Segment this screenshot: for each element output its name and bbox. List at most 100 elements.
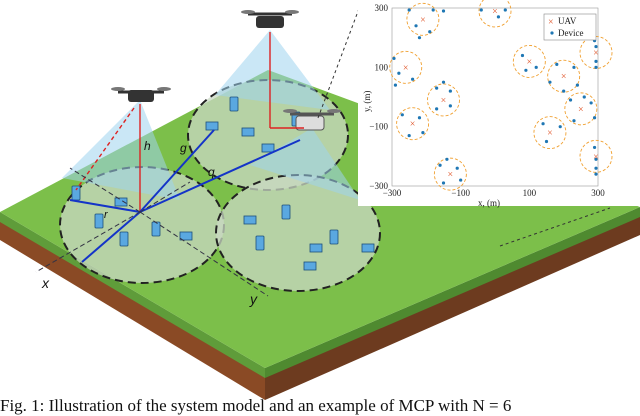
cluster-circle	[547, 59, 581, 93]
device-point	[589, 101, 593, 105]
label-h: h	[144, 139, 151, 153]
device-point	[594, 157, 598, 161]
device-point	[541, 122, 545, 126]
inset-xlabel: x, (m)	[478, 198, 500, 208]
label-y: y	[249, 291, 258, 307]
cluster-circle	[427, 83, 460, 117]
device-point	[496, 15, 501, 19]
device-icons	[71, 96, 375, 271]
cluster-circle	[433, 157, 467, 191]
uav-link-dashed	[75, 107, 135, 191]
uav-left	[111, 87, 171, 102]
label-q: q	[208, 165, 215, 179]
legend-uav-label: UAV	[558, 16, 577, 26]
device-point	[441, 80, 446, 84]
x-tick-label: −300	[383, 188, 402, 198]
inset-ylabel: y, (m)	[362, 91, 372, 112]
inset-points: ××××××××××××	[389, 0, 613, 191]
x-tick-label: −100	[451, 188, 470, 198]
y-tick-label: −100	[369, 122, 388, 132]
uav-point: ×	[410, 119, 416, 130]
inset-axes-frame	[391, 7, 599, 187]
device-point	[414, 24, 418, 28]
device-point	[594, 172, 598, 176]
device-point	[441, 9, 446, 13]
device-point	[592, 145, 597, 150]
cluster-circle	[533, 116, 567, 150]
cluster-circle	[406, 2, 440, 36]
device-point	[438, 163, 442, 167]
uav-point: ×	[420, 15, 426, 26]
device-point	[448, 104, 452, 108]
link-q	[139, 139, 301, 213]
label-r: r	[104, 209, 109, 221]
device-point	[555, 62, 559, 66]
device-point	[455, 166, 459, 170]
cluster-zone-right	[215, 174, 381, 292]
uav-beam-left	[62, 100, 180, 200]
label-x: x	[41, 275, 50, 291]
legend-device-label: Device	[558, 28, 583, 38]
cluster-circle	[579, 139, 613, 173]
uav-top	[241, 10, 299, 28]
legend-uav-marker: ×	[548, 17, 554, 28]
device-point	[417, 36, 422, 40]
axis-x-neg	[139, 181, 191, 213]
device-point	[411, 77, 415, 81]
device-point	[445, 157, 449, 161]
uav-point: ×	[547, 128, 553, 139]
uav-beam-top	[215, 30, 330, 110]
inset-connector-bottom	[499, 207, 611, 247]
uav-point: ×	[448, 170, 454, 181]
device-point	[407, 133, 411, 138]
device-point	[594, 44, 598, 49]
device-point	[568, 98, 573, 102]
device-point	[393, 83, 398, 87]
device-point	[572, 65, 576, 69]
uav-right	[283, 109, 341, 131]
uav-point: ×	[441, 95, 447, 106]
device-point	[479, 8, 483, 12]
ground-grass-edge-left	[0, 212, 265, 378]
uav-point: ×	[403, 63, 409, 74]
device-point	[548, 80, 552, 84]
x-tick-label: 100	[523, 188, 537, 198]
device-point	[400, 113, 404, 117]
device-point	[435, 86, 439, 90]
device-point	[428, 30, 432, 34]
device-point	[397, 71, 401, 75]
y-tick-label: 300	[375, 3, 389, 13]
uav-point: ×	[593, 152, 599, 163]
device-point	[594, 65, 598, 69]
device-point	[562, 89, 566, 93]
device-point	[448, 89, 452, 93]
ground-side-right	[265, 210, 640, 400]
device-point	[534, 65, 538, 69]
device-point	[459, 178, 463, 182]
cluster-circle	[564, 92, 598, 126]
device-point	[592, 116, 597, 120]
cluster-circle	[389, 50, 423, 84]
device-point	[524, 68, 528, 72]
y-tick-label: 100	[375, 62, 389, 72]
ground-grass-edge-right	[265, 207, 640, 378]
uav-point: ×	[561, 72, 567, 83]
figure-caption: Fig. 1: Illustration of the system model…	[0, 396, 512, 415]
cluster-circle	[512, 44, 546, 78]
axis-x	[35, 211, 141, 273]
cluster-circle	[579, 36, 613, 69]
device-point	[594, 166, 598, 170]
link-r	[69, 199, 141, 213]
link-r2	[81, 211, 141, 263]
device-point	[594, 59, 598, 64]
label-g: g	[180, 141, 187, 155]
device-point	[503, 8, 507, 12]
inset-legend: × UAV Device	[543, 13, 597, 41]
device-point	[558, 125, 562, 129]
device-point	[441, 181, 446, 185]
uav-beam-right	[250, 128, 360, 200]
device-point	[544, 139, 549, 144]
uav-point: ×	[492, 6, 498, 17]
